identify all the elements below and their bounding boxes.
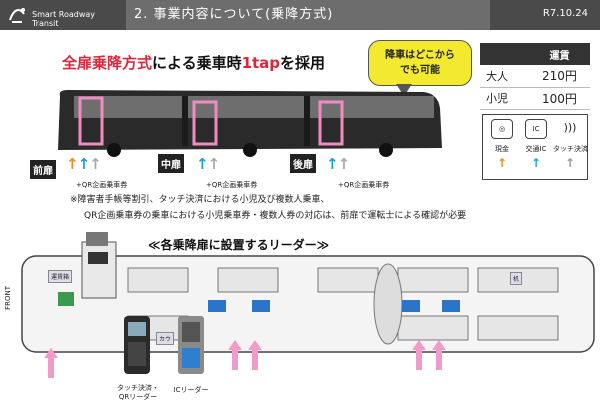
payment-legend: ◎ 現金 ↑ IC 交通IC ↑ ))) タッチ決済 ↑ [482,114,588,180]
headline-emphasis: 全扉乗降方式 [62,54,153,72]
rear-door-arrows: ↑↑ [326,155,350,173]
reader-box [252,300,270,312]
note-line2: QR企画乗車券の乗車における小児乗車券・複数人券の対応は、前扉で運転士による確認… [84,211,467,221]
rear-door-label: 後扉 [290,154,316,173]
middle-door-qr-note: +QR企画乗車券 [206,181,258,189]
headline-end: を採用 [280,54,326,72]
touch-pay-icon: ))) [563,121,577,134]
front-door-qr-note: +QR企画乗車券 [76,181,128,189]
fare-table: 運賃 大人 210円 小児 100円 [480,43,590,110]
front-door-label: 前扉 [30,160,56,179]
legend-touch: ))) タッチ決済 ↑ [553,119,588,170]
callout-line1: 降車はどこから [385,50,455,61]
ic-reader-icon [178,316,204,374]
bus-side-view [58,90,442,157]
note-line1: ※障害者手帳等割引、タッチ決済における小児及び複数人乗車、 [70,195,330,205]
fare-label: 大人 [480,65,529,88]
rear-door-highlight [318,100,344,146]
middle-door-label: 中扉 [158,154,184,173]
callout-line2: でも可能 [400,65,440,76]
boarding-arrow-icon [248,340,262,370]
headline-middle: による乗車時 [152,54,242,72]
logo-icon [9,8,25,23]
middle-door-arrows: ↑↑ [196,155,220,173]
arrow-up-icon: ↑ [564,156,576,170]
section-title: 2. 事業内容について(乗降方式) [126,0,490,30]
legend-label: 現金 [495,145,509,153]
seat-label: 机 [510,272,523,285]
front-door-highlight [78,96,104,146]
touch-qr-reader-icon [124,316,150,374]
fare-header: 運賃 [528,43,590,65]
boarding-arrow-icon [228,340,242,370]
fare-row: 小児 100円 [480,87,590,110]
headline-tap: 1tap [241,54,281,72]
touch-reader-label-line2: QRリーダー [118,393,158,401]
ic-card-icon: IC [525,119,547,139]
rear-door-qr-note: +QR企画乗車券 [338,181,390,189]
front-label: FRONT [4,286,12,310]
document-date: R7.10.24 [542,8,588,19]
boarding-arrow-icon [44,348,58,378]
header-bar: Smart Roadway Transit 2. 事業内容について(乗降方式) … [0,0,600,30]
touch-reader-label-line1: タッチ決済・ [117,384,159,392]
fare-value: 100円 [528,87,590,110]
headline: 全扉乗降方式による乗車時1tapを採用 [62,52,325,73]
counter-label: カウ [156,332,175,345]
reader-box [402,300,420,312]
bus-floor-plan [21,255,595,353]
reader-box [208,300,226,312]
logo: Smart Roadway Transit [6,4,116,28]
fare-row: 大人 210円 [480,65,590,88]
ic-reader-label: ICリーダー [173,386,209,394]
readers-title: ≪各乗降扉に設置するリーダー≫ [148,238,330,252]
fare-label: 小児 [480,87,529,110]
boarding-arrow-icon [432,340,446,370]
fare-box-icon [81,232,117,299]
logo-text: Smart Roadway Transit [32,10,95,28]
legend-label: タッチ決済 [553,145,588,153]
arrow-up-icon: ↑ [530,156,542,170]
arrow-up-icon: ↑ [496,156,508,170]
fare-box-label: 運賃箱 [48,270,73,283]
callout-bubble: 降車はどこから でも可能 [368,40,472,86]
front-door-arrows: ↑↑↑ [66,155,102,173]
fare-value: 210円 [528,65,590,88]
legend-ic: IC 交通IC ↑ [519,119,553,170]
legend-cash: ◎ 現金 ↑ [485,119,519,170]
reader-box [442,300,460,312]
middle-door-highlight [192,100,218,146]
legend-label: 交通IC [525,145,547,153]
cash-icon: ◎ [491,119,513,139]
boarding-arrow-icon [412,340,426,370]
touch-reader-label: タッチ決済・ QRリーダー [112,384,164,402]
reader-box [58,292,74,306]
